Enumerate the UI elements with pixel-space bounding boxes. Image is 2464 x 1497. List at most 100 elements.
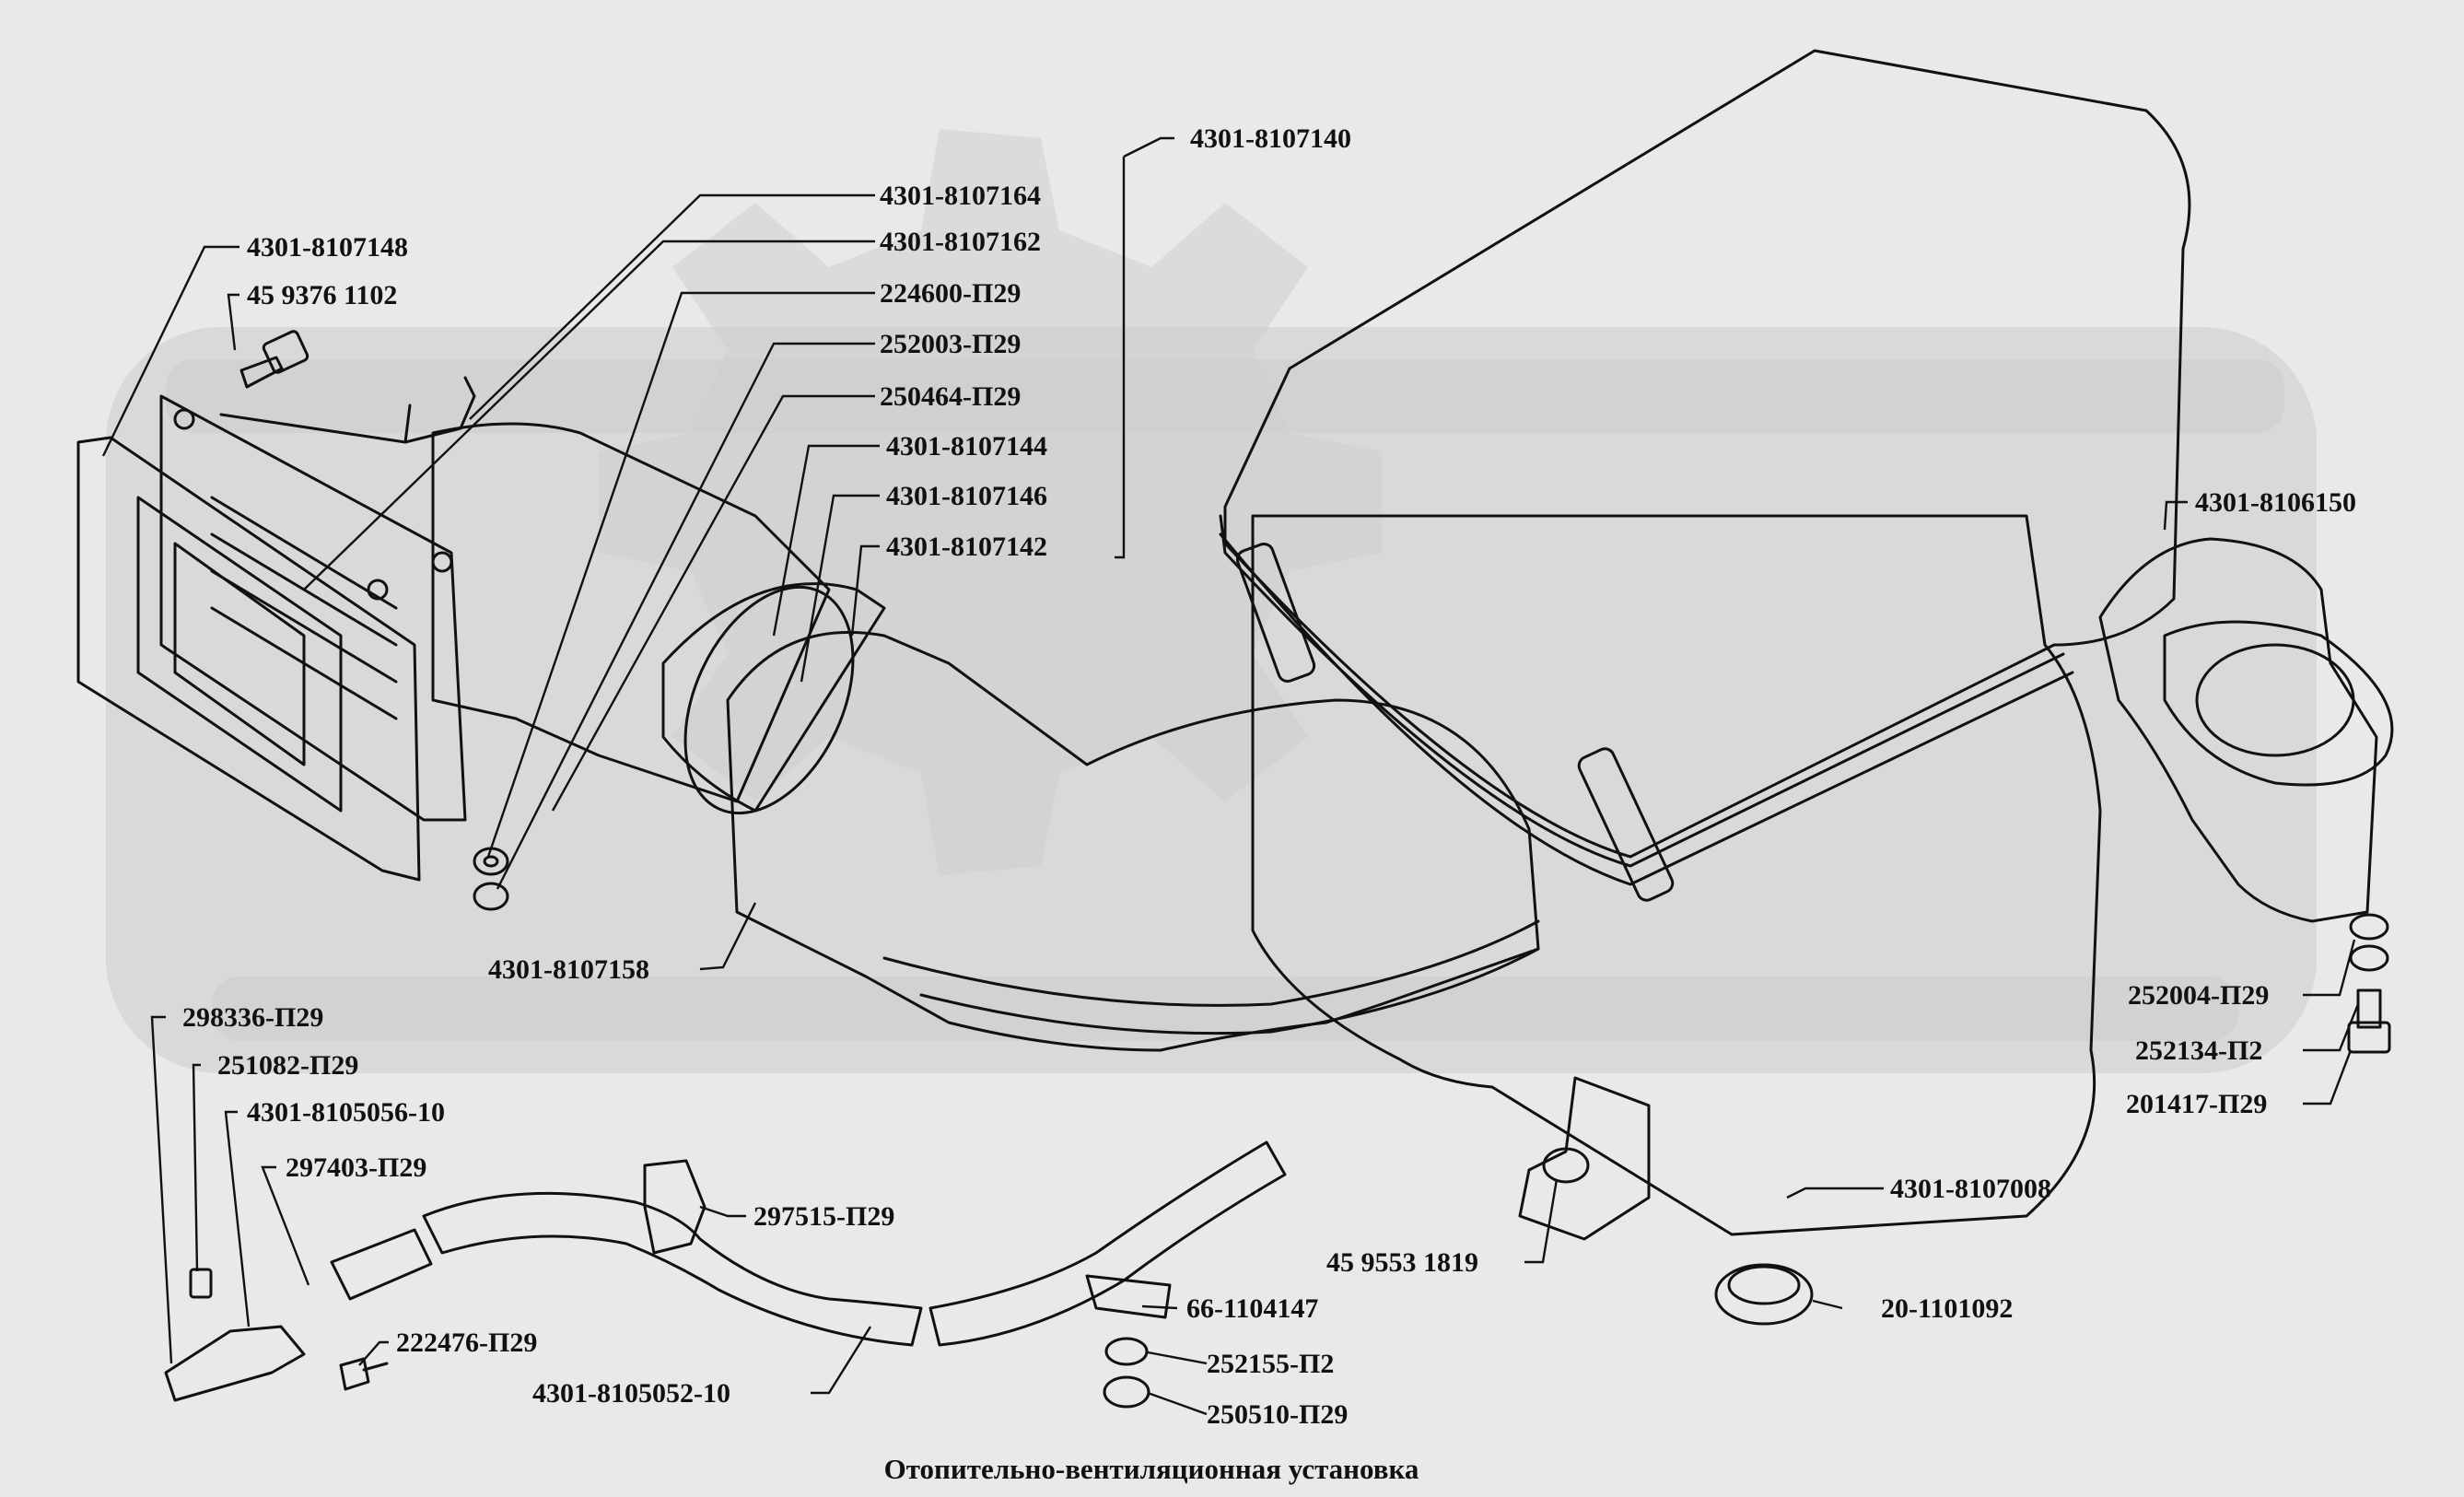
bolt-201417-head <box>2347 1021 2391 1054</box>
screw-222476 <box>339 1357 389 1391</box>
leader-95531819 <box>1524 1178 1559 1264</box>
hose-segment-3 <box>928 1140 1287 1347</box>
label-250510-p29: 250510-П29 <box>1207 1399 1348 1430</box>
nozzle-body <box>2098 537 2378 923</box>
heater-housing-seam-2 <box>1219 532 2074 886</box>
hardware-bottom <box>1103 1337 1150 1409</box>
leader-8107164 <box>469 193 875 420</box>
label-4301-8107164: 4301-8107164 <box>880 181 1041 211</box>
grommet-body <box>1714 1263 1814 1326</box>
leader-252134 <box>2303 1003 2360 1052</box>
leader-8105056 <box>224 1110 251 1327</box>
leader-8105052 <box>811 1326 872 1395</box>
bolt-201417-shank <box>2356 988 2382 1029</box>
label-4301-8105052-10: 4301-8105052-10 <box>532 1378 730 1409</box>
heater-housing-body <box>1251 514 2102 1236</box>
leader-8107148 <box>101 245 239 457</box>
diagram-caption: Отопительно-вентиляционная установка <box>884 1453 1419 1485</box>
washer-252134 <box>2349 944 2389 972</box>
leader-201417 <box>2303 1049 2353 1105</box>
grille-frame <box>159 394 467 822</box>
drain-hose-assembly <box>164 1140 1287 1402</box>
nut-252003 <box>473 882 509 911</box>
flange-hole-2 <box>367 579 389 601</box>
flange-window <box>136 496 343 813</box>
latch-right <box>1577 747 1675 902</box>
leader-93761102 <box>227 293 239 351</box>
hose-segment-2 <box>422 1191 923 1347</box>
flange-window-inner <box>173 542 306 766</box>
label-4301-8107144: 4301-8107144 <box>886 431 1047 462</box>
leader-8107008 <box>1786 1187 1884 1199</box>
leader-1101092 <box>1812 1299 1843 1310</box>
washer-252004 <box>2349 913 2389 941</box>
grommet-top <box>1727 1265 1801 1305</box>
label-297403-p29: 297403-П29 <box>286 1152 426 1183</box>
heater-housing-seam <box>1219 514 2065 868</box>
label-4301-8106150: 4301-8106150 <box>2195 487 2356 518</box>
nut-251082 <box>189 1268 213 1299</box>
leader-251082 <box>192 1063 201 1272</box>
flange-plate <box>76 436 421 882</box>
leader-298336 <box>150 1015 173 1364</box>
flange-hole-3 <box>431 551 453 573</box>
latch-left <box>1235 542 1316 684</box>
bolt-shank <box>239 356 284 389</box>
leader-252003 <box>496 342 875 890</box>
label-252004-p29: 252004-П29 <box>2128 980 2269 1011</box>
label-4301-8107162: 4301-8107162 <box>880 227 1041 257</box>
leader-224600 <box>486 291 875 858</box>
label-224600-p29: 224600-П29 <box>880 278 1021 309</box>
nozzle-opening <box>2195 643 2355 757</box>
flange-hole-1 <box>173 408 195 430</box>
label-222476-p29: 222476-П29 <box>396 1327 537 1358</box>
label-45-9376-1102: 45 9376 1102 <box>247 280 397 310</box>
leader-297403 <box>261 1165 310 1286</box>
elbow-hose-rim-2 <box>919 947 1540 1035</box>
elbow-hose <box>726 630 1540 1052</box>
hose-clamp <box>683 585 855 815</box>
label-4301-8107148: 4301-8107148 <box>247 232 408 263</box>
label-4301-8107008: 4301-8107008 <box>1890 1174 2051 1204</box>
label-251082-p29: 251082-П29 <box>217 1050 358 1081</box>
label-20-1101092: 20-1101092 <box>1881 1293 2013 1324</box>
grommet-20-1101092 <box>1714 1263 1814 1326</box>
label-4301-8107142: 4301-8107142 <box>886 532 1047 562</box>
fitting <box>164 1325 306 1402</box>
label-4301-8107146: 4301-8107146 <box>886 481 1047 511</box>
leader-1104147 <box>1141 1304 1178 1310</box>
leader-8106150 <box>2163 500 2188 531</box>
leader-8107142 <box>850 544 880 637</box>
hose-segment-1 <box>330 1228 433 1301</box>
leader-222476 <box>358 1340 389 1366</box>
label-66-1104147: 66-1104147 <box>1186 1293 1318 1324</box>
hardware-right <box>2347 913 2391 1054</box>
nut-250464-hole <box>483 855 499 868</box>
leader-8107162 <box>303 240 875 591</box>
duct-left <box>431 422 831 803</box>
leader-8107146 <box>800 494 880 683</box>
watermark <box>106 129 2317 1073</box>
label-201417-p29: 201417-П29 <box>2126 1089 2267 1119</box>
label-4301-8107158: 4301-8107158 <box>488 954 649 985</box>
part-labels: 4301-8107140 4301-8107164 4301-8107162 4… <box>182 123 2356 1430</box>
label-4301-8107140: 4301-8107140 <box>1190 123 1351 154</box>
leader-250510 <box>1147 1391 1208 1416</box>
bracket-45-9553-1819 <box>1518 1076 1651 1241</box>
nozzle-flange <box>2163 620 2394 787</box>
leader-250464 <box>551 394 875 812</box>
elbow-hose-rim <box>882 919 1540 1007</box>
leader-lines <box>101 136 2360 1416</box>
clip-297515 <box>643 1159 707 1255</box>
label-250464-p29: 250464-П29 <box>880 381 1021 412</box>
washer-252155 <box>1104 1337 1149 1366</box>
label-297515-p29: 297515-П29 <box>753 1201 894 1232</box>
bracket-wire <box>219 376 476 444</box>
leader-252155 <box>1147 1351 1208 1365</box>
mount-bracket <box>1518 1076 1651 1241</box>
leader-8107140 <box>1115 136 1174 559</box>
clip-66-1104147 <box>1085 1274 1172 1319</box>
label-45-9553-1819: 45 9553 1819 <box>1326 1247 1478 1278</box>
